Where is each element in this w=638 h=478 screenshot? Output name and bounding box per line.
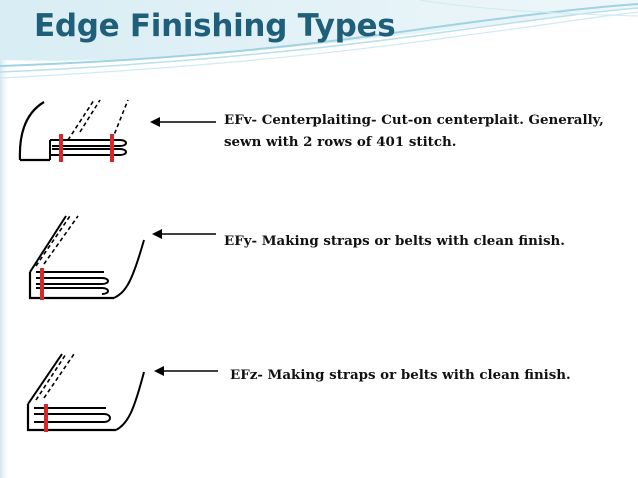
strap-fold-diagram	[26, 212, 148, 302]
arrow-left-icon	[150, 117, 216, 127]
efz-description-line-1: EFz- Making straps or belts with clean f…	[230, 367, 571, 383]
efz-description: EFz- Making straps or belts with clean f…	[230, 364, 571, 386]
arrow-left-icon	[152, 229, 216, 239]
efy-description-line-1: EFy- Making straps or belts with clean f…	[224, 233, 565, 249]
efv-description-line-1: EFv- Centerplaiting- Cut-on centerplait.…	[224, 112, 604, 128]
belt-fold-diagram	[24, 350, 148, 434]
efy-description: EFy- Making straps or belts with clean f…	[224, 230, 565, 252]
efv-description-line-2: sewn with 2 rows of 401 stitch.	[224, 134, 457, 150]
efv-description: EFv- Centerplaiting- Cut-on centerplait.…	[224, 109, 604, 153]
centerpleat-fold-diagram	[16, 96, 144, 168]
arrow-left-icon	[154, 366, 218, 376]
page-title: Edge Finishing Types	[34, 8, 396, 44]
